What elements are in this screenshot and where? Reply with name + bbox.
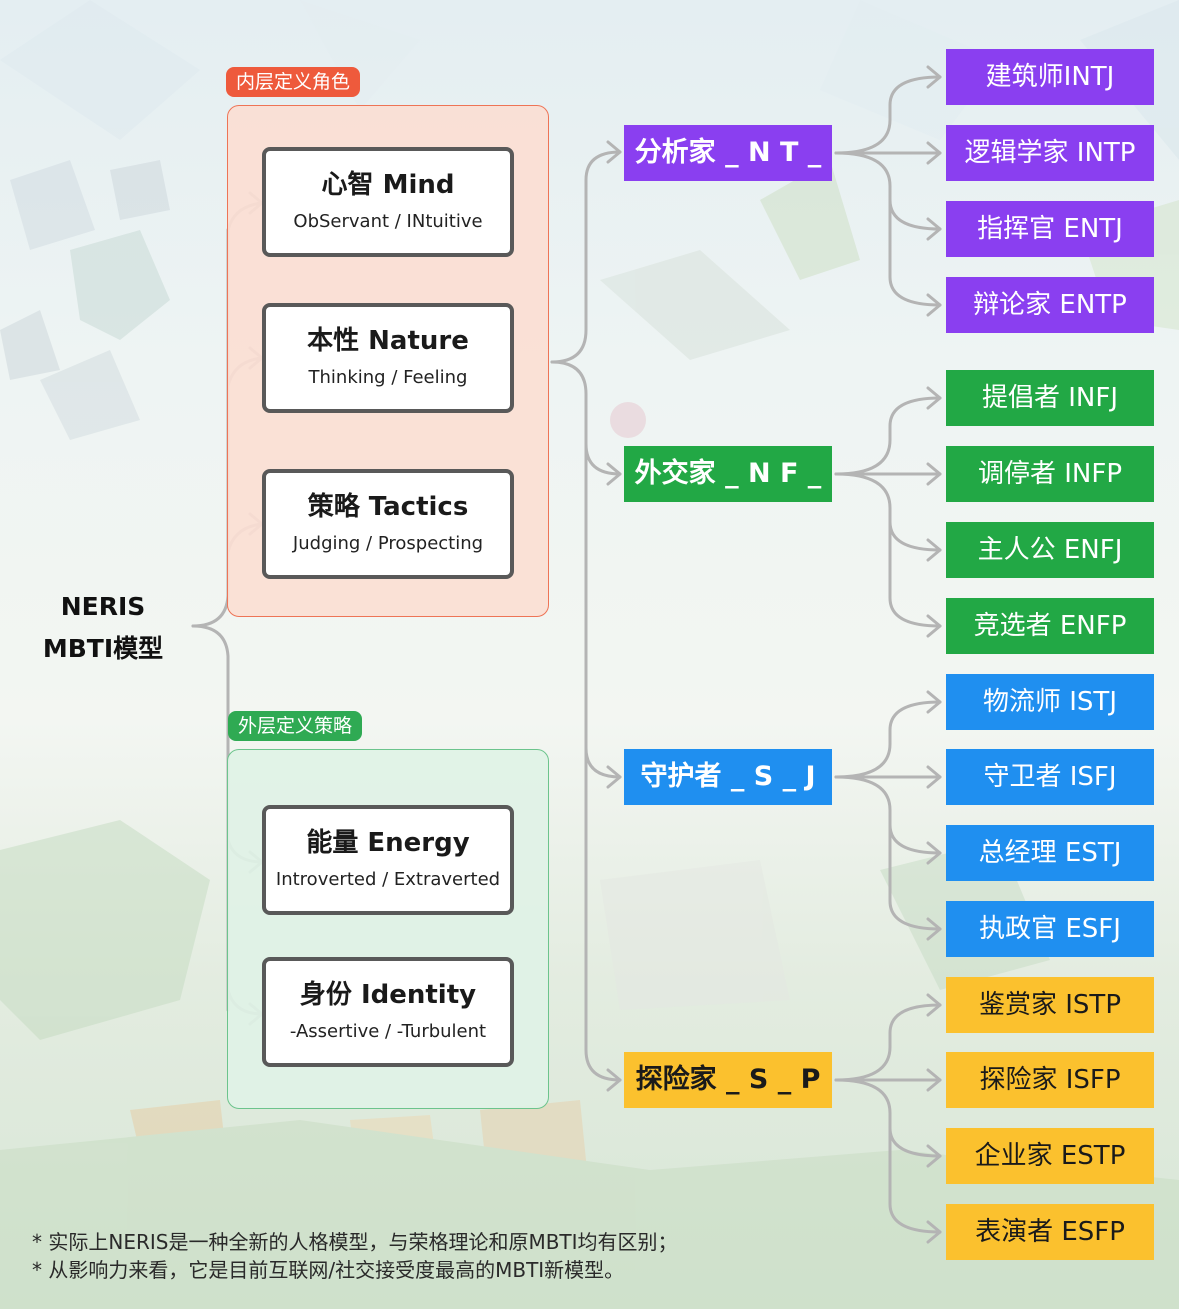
dimension-title: 策略 Tactics <box>307 492 469 522</box>
footnotes: * 实际上NERIS是一种全新的人格模型，与荣格理论和原MBTI均有区别； * … <box>32 1228 678 1284</box>
dimension-subtitle: ObServant / INtuitive <box>293 211 483 232</box>
type-enfj: 主人公 ENFJ <box>946 522 1154 578</box>
footnote-line: * 从影响力来看，它是目前互联网/社交接受度最高的MBTI新模型。 <box>32 1258 625 1282</box>
type-istj: 物流师 ISTJ <box>946 674 1154 730</box>
role-group-diplomats: 外交家 _ N F _ <box>624 446 832 502</box>
role-group-sentinels: 守护者 _ S _ J <box>624 749 832 805</box>
dimension-card-identity: 身份 Identity -Assertive / -Turbulent <box>262 957 514 1067</box>
dimension-card-energy: 能量 Energy Introverted / Extraverted <box>262 805 514 915</box>
dimension-subtitle: Introverted / Extraverted <box>275 869 501 890</box>
type-intp: 逻辑学家 INTP <box>946 125 1154 181</box>
dimension-subtitle: -Assertive / -Turbulent <box>289 1021 487 1042</box>
type-esfp: 表演者 ESFP <box>946 1204 1154 1260</box>
inner-layer-tag: 内层定义角色 <box>226 67 361 97</box>
role-group-explorers: 探险家 _ S _ P <box>624 1052 832 1108</box>
outer-layer-tag: 外层定义策略 <box>228 711 363 741</box>
type-estp: 企业家 ESTP <box>946 1128 1154 1184</box>
type-isfj: 守卫者 ISFJ <box>946 749 1154 805</box>
type-intj: 建筑师INTJ <box>946 49 1154 105</box>
root-label-line1: NERIS <box>60 592 146 621</box>
type-entj: 指挥官 ENTJ <box>946 201 1154 257</box>
type-infj: 提倡者 INFJ <box>946 370 1154 426</box>
root-label-line2: MBTI模型 <box>42 634 164 663</box>
dimension-title: 身份 Identity <box>299 980 477 1010</box>
dimension-card-nature: 本性 Nature Thinking / Feeling <box>262 303 514 413</box>
model-root-label: NERIS MBTI模型 <box>28 586 178 670</box>
type-istp: 鉴赏家 ISTP <box>946 977 1154 1033</box>
dimension-subtitle: Thinking / Feeling <box>308 367 468 388</box>
type-estj: 总经理 ESTJ <box>946 825 1154 881</box>
dimension-subtitle: Judging / Prospecting <box>292 533 484 554</box>
dimension-title: 心智 Mind <box>321 170 455 200</box>
footnote-line: * 实际上NERIS是一种全新的人格模型，与荣格理论和原MBTI均有区别； <box>32 1230 678 1254</box>
type-isfp: 探险家 ISFP <box>946 1052 1154 1108</box>
type-entp: 辩论家 ENTP <box>946 277 1154 333</box>
dimension-card-tactics: 策略 Tactics Judging / Prospecting <box>262 469 514 579</box>
type-infp: 调停者 INFP <box>946 446 1154 502</box>
type-esfj: 执政官 ESFJ <box>946 901 1154 957</box>
role-group-analysts: 分析家 _ N T _ <box>624 125 832 181</box>
dimension-title: 本性 Nature <box>307 326 469 356</box>
dimension-title: 能量 Energy <box>306 828 470 858</box>
dimension-card-mind: 心智 Mind ObServant / INtuitive <box>262 147 514 257</box>
type-enfp: 竞选者 ENFP <box>946 598 1154 654</box>
